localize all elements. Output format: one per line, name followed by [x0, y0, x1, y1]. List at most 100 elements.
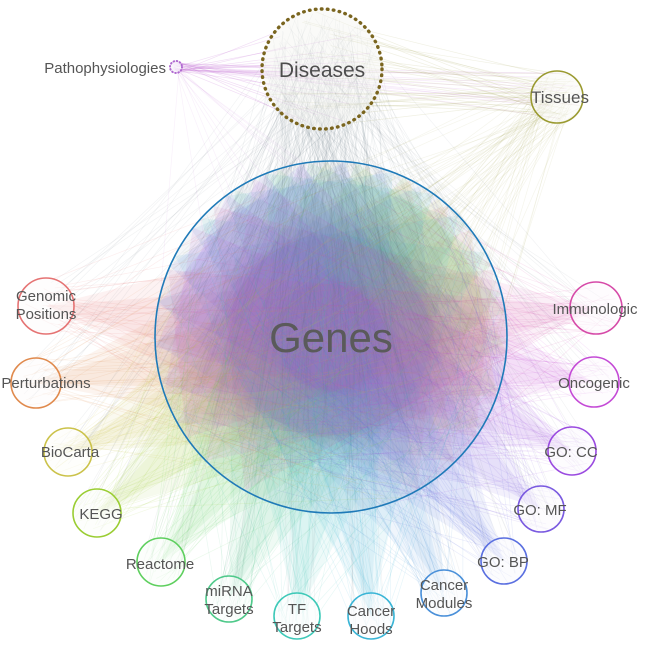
edge-bundle-diseases-cancer_hoods	[309, 22, 385, 632]
edge-bundle-diseases-perturbations	[23, 26, 378, 403]
edge-beam-genes-reactome	[161, 162, 492, 562]
label-genomic-positions-line2: Positions	[16, 306, 77, 323]
node-tissues[interactable]	[530, 70, 584, 124]
node-go-bp[interactable]	[480, 537, 528, 585]
edge-beam-genes-biocarta	[68, 197, 507, 452]
edge-bundle-genes-cancer_modules	[184, 182, 479, 615]
edge-bundle-diseases-biocarta	[59, 15, 377, 465]
edge-beam-genes-perturbations	[36, 229, 497, 397]
edge-bundle-genes-mirna_targets	[183, 174, 483, 620]
label-cancer-hoods-line1: Cancer	[347, 603, 395, 620]
node-kegg[interactable]	[72, 488, 122, 538]
edge-beam-genes-oncogenic	[164, 227, 594, 395]
edge-bundle-diseases-go_bp	[282, 20, 517, 577]
label-mirna-targets-line2: Targets	[204, 601, 253, 618]
label-kegg: KEGG	[79, 506, 122, 523]
edge-bundle-diseases-oncogenic	[283, 26, 617, 389]
edge-bundle-genes-oncogenic	[162, 183, 614, 446]
label-biocarta: BioCarta	[41, 444, 100, 461]
edge-beam-genes-perturbations	[36, 179, 455, 463]
edge-bundle-diseases-reactome	[142, 31, 323, 577]
edge-beam-genes-mirna_targets	[229, 162, 466, 599]
edge-beam-genes-cancer_hoods	[225, 172, 393, 616]
edge-beam-genes-tf_targets	[201, 218, 486, 616]
node-diseases[interactable]	[260, 7, 384, 131]
node-perturbations[interactable]	[10, 357, 62, 409]
edge-beam-genes-go_cc	[177, 163, 572, 452]
label-mirna-targets-line1: miRNA	[205, 583, 253, 600]
label-cancer-hoods-line2: Hoods	[349, 621, 392, 638]
edge-bundle-pathophysiologies-diseases	[171, 31, 371, 123]
edge-bundle-diseases-mirna_targets	[215, 26, 356, 616]
edge-bundle-diseases-go_mf	[271, 30, 559, 526]
edge-bundle-diseases-cancer_modules	[294, 28, 465, 611]
label-genes: Genes	[269, 314, 393, 361]
edge-bundle-tissues-diseases	[270, 11, 583, 125]
label-go-mf: GO: MF	[513, 502, 566, 519]
edge-beam-genes-cancer_modules	[191, 161, 444, 593]
edge-bundle-diseases-genomic_positions	[46, 27, 371, 328]
edge-beam-genes-cancer_modules	[158, 185, 444, 593]
edge-beam-genes-genomic_positions	[46, 269, 494, 438]
edge-beam-genes-kegg	[97, 161, 499, 514]
edge-beam-genes-go_mf	[158, 173, 541, 509]
edge-beam-genes-go_cc	[155, 194, 572, 451]
node-biocarta[interactable]	[43, 427, 93, 477]
label-tissues: Tissues	[531, 88, 589, 107]
edges-layer	[14, 11, 617, 635]
labels-layer: Genes Diseases Tissues Pathophysiologies…	[1, 59, 638, 638]
edge-bundle-tissues-genes	[160, 74, 582, 510]
edge-beam-genes-immunologic	[213, 205, 596, 491]
edge-bundle-genes-perturbations	[14, 201, 499, 502]
node-reactome[interactable]	[136, 537, 186, 587]
edge-bundle-diseases-genes	[166, 13, 496, 510]
edge-beam-genes-immunologic	[168, 269, 596, 438]
edge-beam-genes-mirna_targets	[229, 189, 502, 599]
edge-bundle-genes-biocarta	[46, 176, 484, 497]
label-reactome: Reactome	[126, 556, 194, 573]
edge-bundle-diseases-immunologic	[282, 28, 616, 329]
label-perturbations: Perturbations	[1, 375, 90, 392]
label-tf-targets-line2: Targets	[272, 619, 321, 636]
node-genes[interactable]	[154, 160, 508, 514]
edge-bundle-genes-cancer_hoods	[206, 176, 502, 633]
edge-bundle-diseases-tf_targets	[274, 23, 353, 633]
edge-bundle-genes-genomic_positions	[17, 192, 480, 486]
edge-beam-genes-kegg	[97, 176, 506, 513]
node-cancer-hoods[interactable]	[347, 592, 395, 640]
edge-bundle-diseases-go_cc	[264, 19, 584, 474]
edge-bundle-pathophysiologies-genes	[155, 63, 487, 453]
edge-bundle-genes-kegg	[73, 165, 481, 530]
beams-layer	[36, 161, 596, 616]
node-mirna-targets[interactable]	[205, 575, 253, 623]
node-go-cc[interactable]	[547, 426, 597, 476]
edge-bundle-genes-tf_targets	[167, 175, 499, 635]
label-cancer-modules-line1: Cancer	[420, 577, 468, 594]
node-genomic-positions[interactable]	[17, 277, 75, 335]
node-go-mf[interactable]	[517, 485, 565, 533]
edge-beam-genes-go_bp	[169, 163, 504, 561]
edge-bundle-diseases-kegg	[78, 16, 371, 532]
edge-bundle-genes-reactome	[144, 176, 481, 583]
edge-bundle-pathophysiologies-tissues	[170, 62, 579, 119]
node-oncogenic[interactable]	[568, 356, 620, 408]
node-tf-targets[interactable]	[273, 592, 321, 640]
edge-bundle-genes-immunologic	[191, 196, 617, 494]
label-immunologic: Immunologic	[552, 301, 638, 318]
label-go-cc: GO: CC	[544, 444, 598, 461]
edge-bundle-genes-go_bp	[182, 173, 527, 583]
edge-bundle-genes-go_cc	[192, 194, 595, 506]
node-cancer-modules[interactable]	[420, 569, 468, 617]
nodes-layer	[10, 7, 623, 640]
edge-beam-genes-go_bp	[155, 168, 505, 561]
edge-beam-genes-biocarta	[68, 164, 483, 453]
node-pathophysiologies[interactable]	[169, 60, 183, 74]
node-immunologic[interactable]	[569, 281, 623, 335]
label-go-bp: GO: BP	[477, 554, 529, 571]
label-diseases: Diseases	[279, 59, 365, 82]
edge-beam-genes-genomic_positions	[46, 205, 449, 491]
edge-beam-genes-tf_targets	[265, 173, 434, 616]
edge-beam-genes-go_mf	[161, 161, 541, 510]
